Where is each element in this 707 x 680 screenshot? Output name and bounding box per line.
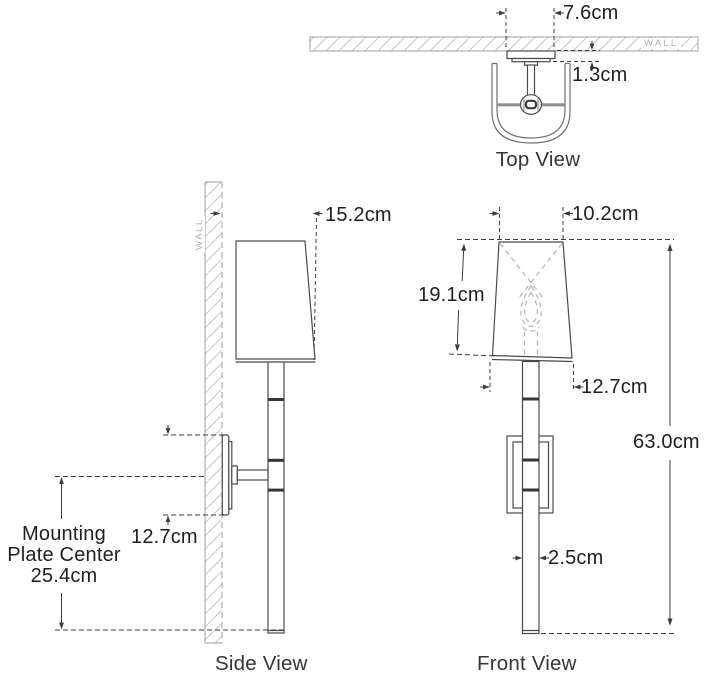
dim-top-backplate-width — [496, 8, 564, 50]
top-view-title: Top View — [495, 148, 581, 171]
top-knob — [519, 94, 543, 115]
dim-label-stem-width: 2.5cm — [548, 547, 604, 569]
dim-label-backplate-width: 7.6cm — [563, 2, 619, 24]
dim-side-extension-depth — [210, 211, 323, 361]
dim-front-shade-height — [448, 243, 498, 357]
front-stem — [521, 360, 540, 635]
side-shade — [235, 240, 316, 363]
top-view-drawing — [309, 8, 699, 144]
mounting-center-line-1: Mounting — [22, 523, 106, 545]
mounting-center-line-2: Plate Center — [7, 544, 121, 566]
side-stem — [267, 361, 285, 634]
dim-label-shade-top-width: 10.2cm — [572, 203, 639, 225]
side-mounting-plate — [221, 434, 233, 516]
dim-label-mounting-center: Mounting Plate Center 25.4cm — [0, 524, 128, 587]
dim-label-shade-bottom-width: 12.7cm — [581, 376, 648, 398]
dim-label-extension-depth: 15.2cm — [325, 204, 392, 226]
dim-side-mounting-center — [55, 476, 286, 631]
dim-front-stem-width — [512, 555, 549, 561]
dim-top-backplate-thickness — [553, 41, 600, 71]
dim-label-overall-height: 63.0cm — [631, 431, 702, 453]
front-shade — [491, 241, 573, 363]
front-bulb-hidden-detail — [499, 243, 563, 356]
side-view-drawing — [55, 181, 323, 644]
dim-label-shade-height: 19.1cm — [418, 284, 485, 306]
side-view-title: Side View — [215, 652, 308, 675]
top-wall — [309, 36, 699, 52]
dim-front-shade-top-width — [489, 207, 573, 241]
dim-side-backplate-height — [163, 425, 228, 525]
top-wall-label: WALL — [641, 38, 682, 49]
dim-label-backplate-thickness: 1.3cm — [572, 64, 628, 86]
side-arm — [231, 465, 269, 485]
dim-label-backplate-height: 12.7cm — [131, 526, 198, 548]
dim-front-shade-bottom-width — [480, 362, 584, 392]
mounting-center-line-3: 25.4cm — [30, 565, 98, 587]
front-view-drawing — [448, 207, 676, 635]
front-view-title: Front View — [477, 652, 577, 675]
top-mounting-plate — [506, 50, 556, 63]
side-wall — [204, 181, 223, 644]
side-wall-label: WALL — [194, 216, 205, 252]
dim-front-overall-height — [541, 243, 676, 634]
